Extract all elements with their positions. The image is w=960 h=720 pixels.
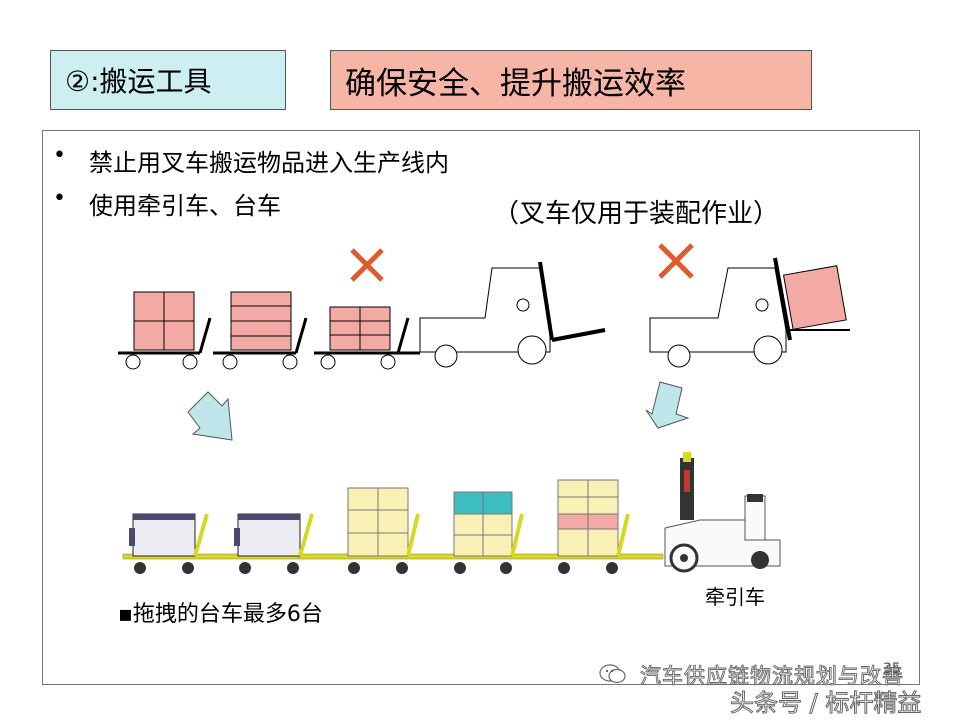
content-frame: • 禁止用叉车搬运物品进入生产线内 • 使用牵引车、台车 （叉车仅用于装配作业）…: [42, 130, 920, 685]
down-arrow-icon: [645, 381, 690, 429]
cart-with-pink-boxes: [314, 306, 410, 370]
cart-with-pink-boxes: [118, 291, 212, 370]
cart-with-pink-boxes: [213, 291, 308, 370]
forklift-carrying-box: [649, 257, 850, 368]
cart-with-teal-and-yellow-boxes: [453, 491, 524, 574]
cart-with-gray-bin: [234, 513, 314, 574]
bullet-text: 使用牵引车、台车: [89, 192, 281, 220]
wechat-icon: [599, 664, 626, 684]
forklift-pulling-carts: [419, 261, 606, 368]
forklift-note: （叉车仅用于装配作业）: [493, 199, 780, 229]
down-arrow-icon: [187, 391, 233, 441]
cart-with-gray-bin: [129, 513, 209, 574]
bullet-marker: •: [53, 143, 66, 168]
section-label: ②:搬运工具: [50, 50, 286, 110]
cross-mark-icon: [350, 248, 384, 282]
slide-title: 确保安全、提升搬运效率: [330, 50, 812, 110]
page-number: 35: [883, 661, 901, 677]
bullet-marker: •: [53, 186, 66, 211]
tractor-icon: [664, 452, 781, 573]
cross-mark-icon: [658, 243, 694, 279]
section-label-text: ②:搬运工具: [65, 65, 212, 98]
trailer-limit-note: ▪拖拽的台车最多6台: [118, 602, 323, 627]
watermark-platform: 头条号 / 标杆精益: [729, 689, 922, 718]
slide-title-text: 确保安全、提升搬运效率: [345, 65, 686, 102]
cart-with-yellow-and-pink-boxes: [557, 479, 630, 574]
cart-with-yellow-boxes: [347, 487, 420, 574]
watermark-account-name: 汽车供应链物流规划与改善: [640, 664, 904, 689]
tractor-caption: 牵引车: [705, 585, 765, 609]
bullet-text: 禁止用叉车搬运物品进入生产线内: [89, 149, 449, 177]
